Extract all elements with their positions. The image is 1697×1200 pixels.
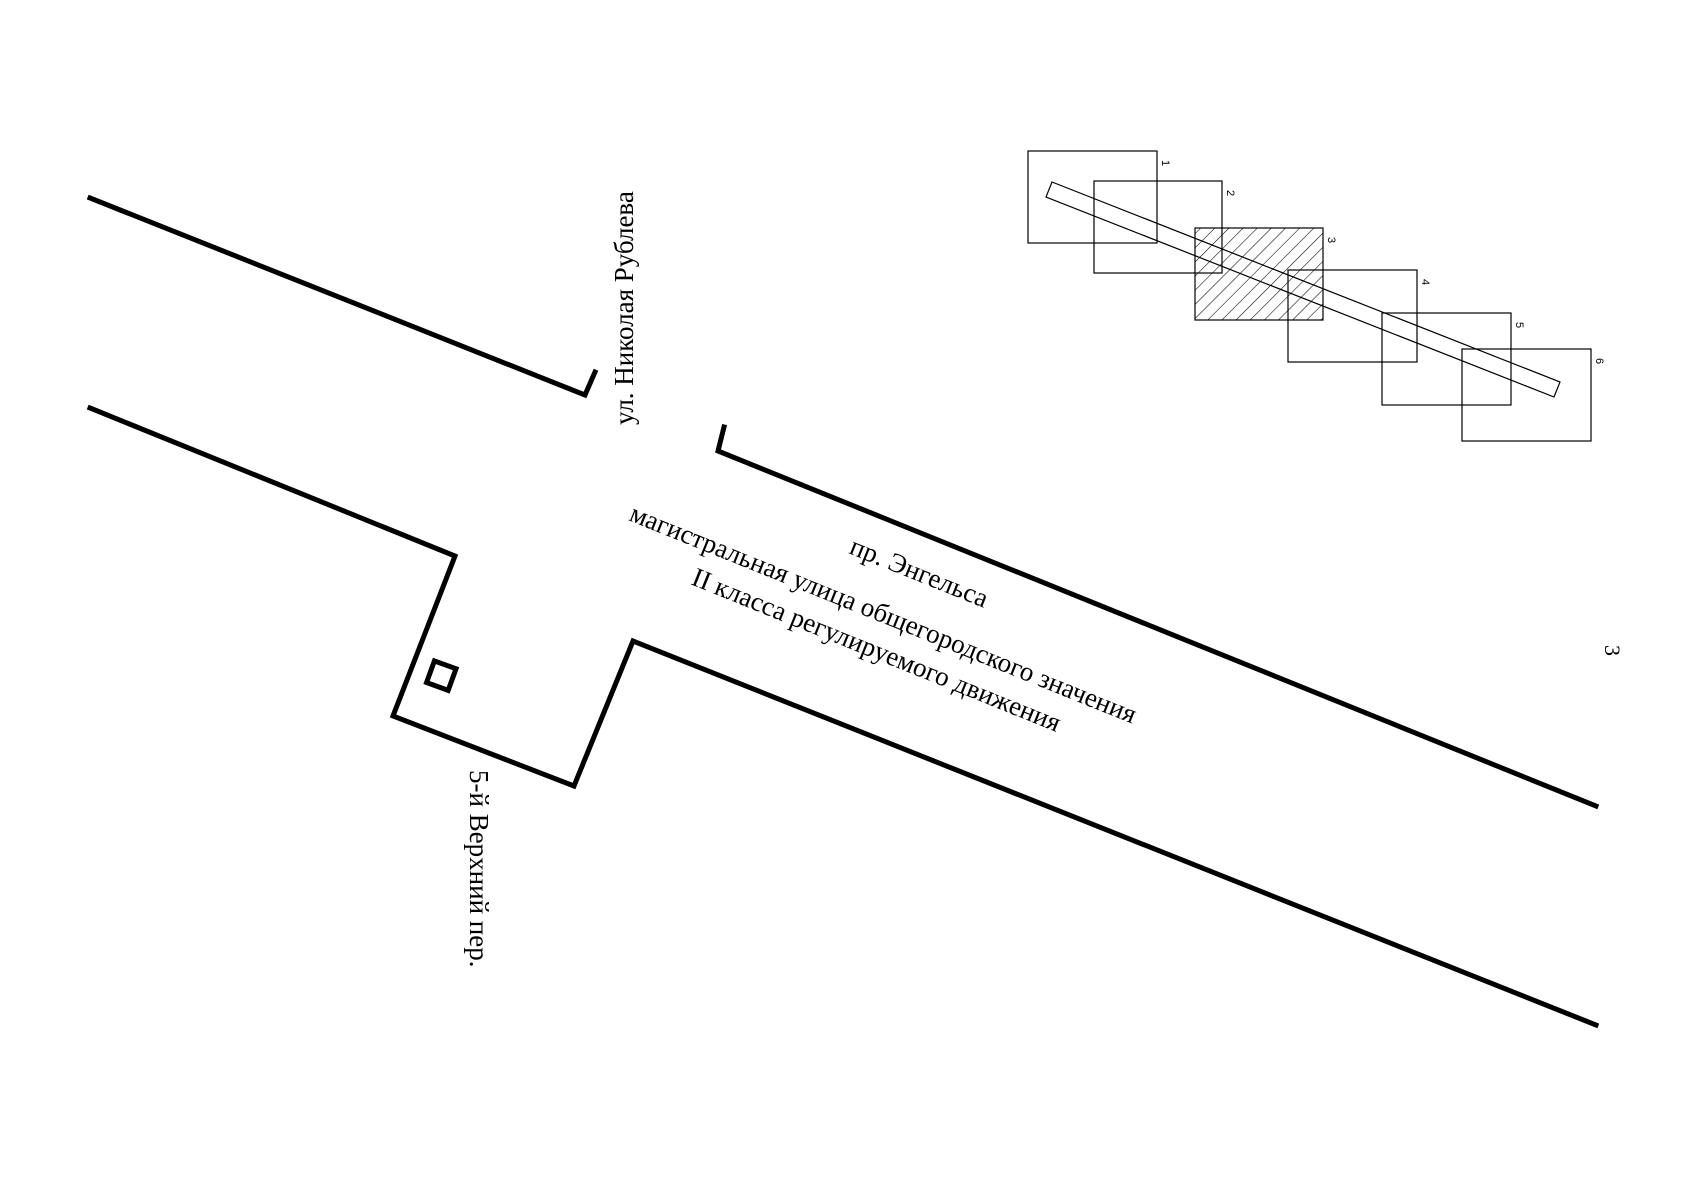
sheet-frame-6 (1461, 348, 1592, 442)
street-label-verkhniy: 5-й Верхний пер. (464, 770, 494, 967)
street-label-engels-desc-1: магистральная улица общегородского значе… (626, 498, 1141, 729)
engels-south-edge-west-with-lane (86, 404, 1600, 1029)
sheet-frame-1 (1027, 150, 1158, 244)
sheet-frame-4 (1287, 269, 1418, 363)
street-label-rublev: ул. Николая Рублева (609, 191, 639, 425)
sheet-3-hatched (1194, 227, 1324, 321)
engels-north-edge-east (715, 423, 1600, 810)
sheet-frame-2 (1093, 180, 1223, 274)
building-marker (423, 657, 460, 694)
sheet-label-6: 6 (1593, 358, 1605, 364)
page-number: 3 (1600, 645, 1625, 656)
sheet-label-2: 2 (1224, 190, 1236, 196)
sheet-label-4: 4 (1419, 279, 1431, 285)
sheet-label-3: 3 (1325, 237, 1337, 243)
sheet-label-1: 1 (1159, 160, 1171, 166)
sheet-label-5: 5 (1513, 322, 1525, 328)
keymap-road-strip (1045, 181, 1561, 398)
sheet-index-keymap: 1 2 3 4 5 6 (1027, 150, 1605, 442)
engels-north-edge-west (86, 194, 599, 399)
road-outlines (86, 194, 1600, 1029)
sheet-frame-5 (1381, 312, 1512, 406)
